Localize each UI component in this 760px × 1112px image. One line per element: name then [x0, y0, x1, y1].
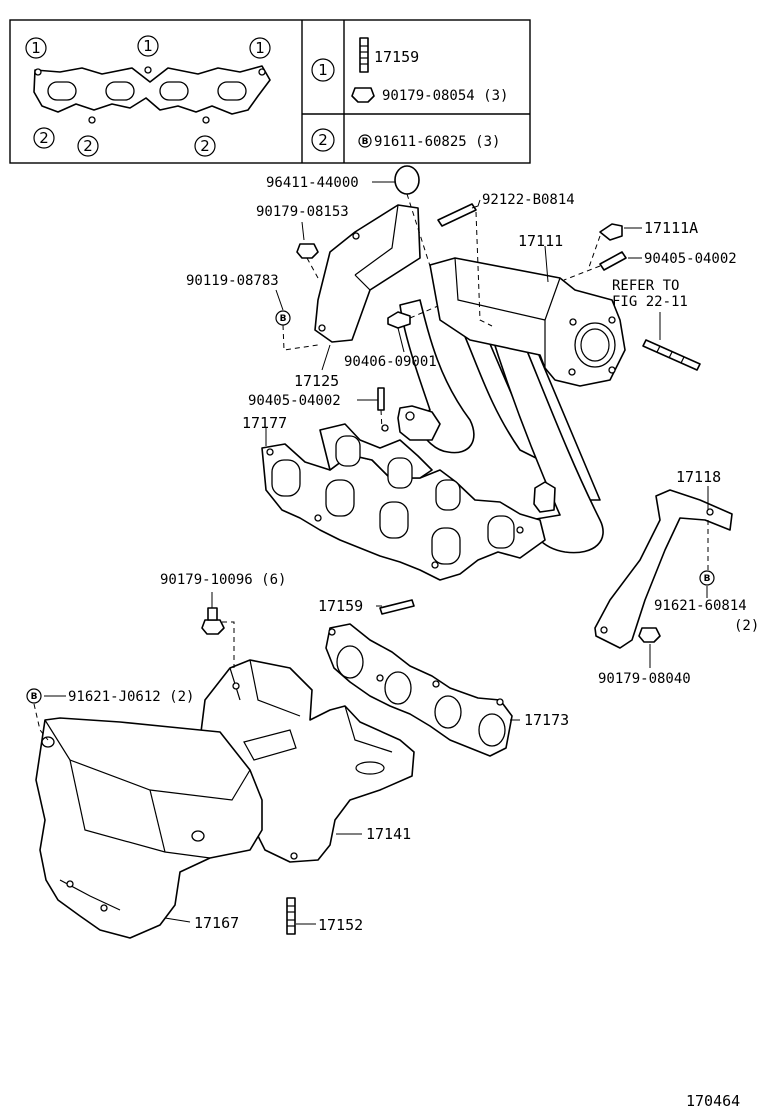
legend-ref2-circle-b: 2 [77, 135, 99, 157]
label-fig-22-11: FIG 22-11 [612, 294, 688, 310]
label-17152: 17152 [318, 916, 363, 934]
legend-gasket-sketch [33, 65, 271, 124]
svg-text:2: 2 [318, 131, 328, 149]
svg-text:1: 1 [143, 37, 153, 55]
svg-text:2: 2 [83, 137, 93, 155]
legend-row2-marker: 2 [311, 128, 335, 152]
legend-ref1-circle-mid: 1 [137, 35, 159, 57]
label-17125: 17125 [294, 372, 339, 390]
label-90405-04002-mid: 90405-04002 [248, 393, 341, 409]
label-91621-60814-qty: (2) [734, 618, 759, 634]
legend-part-91611-60825: 91611-60825 (3) [374, 134, 500, 150]
nut-90179-10096 [201, 607, 225, 635]
label-91621-J0612: 91621-J0612 (2) [68, 689, 194, 705]
stud-90405-04002-mid [377, 387, 385, 411]
label-refer-to: REFER TO [612, 278, 679, 294]
stud-17152 [286, 897, 296, 935]
bolt-marker-icon: B [358, 134, 372, 148]
label-90405-04002-top: 90405-04002 [644, 251, 737, 267]
bolt-marker-91621-60814: B [699, 570, 715, 586]
label-92122-B0814: 92122-B0814 [482, 192, 575, 208]
intake-manifold-17111 [397, 257, 626, 554]
stud-throttle-ref [642, 339, 701, 371]
label-17118: 17118 [676, 468, 721, 486]
label-17177: 17177 [242, 414, 287, 432]
nut-90179-08153 [296, 243, 319, 259]
label-90179-08040: 90179-08040 [598, 671, 691, 687]
label-17173: 17173 [524, 711, 569, 729]
svg-text:2: 2 [39, 129, 49, 147]
svg-text:1: 1 [31, 39, 41, 57]
label-90179-10096: 90179-10096 (6) [160, 572, 286, 588]
plug-96411-44000 [394, 165, 420, 195]
label-96411-44000: 96411-44000 [266, 175, 359, 191]
figure-id: 170464 [686, 1092, 740, 1110]
label-17159: 17159 [318, 597, 363, 615]
svg-text:1: 1 [255, 39, 265, 57]
exhaust-gasket-17173 [325, 623, 513, 757]
legend-box: 1 1 1 2 2 2 1 [9, 19, 531, 164]
label-17111: 17111 [518, 232, 563, 250]
svg-text:1: 1 [318, 61, 328, 79]
heat-insulator-17167 [35, 717, 263, 939]
legend-part-90179-08054: 90179-08054 (3) [382, 88, 508, 104]
label-17167: 17167 [194, 914, 239, 932]
bolt-marker-91621-J0612: B [26, 688, 42, 704]
bolt-17111A [599, 223, 623, 241]
intake-gasket-17177 [261, 423, 546, 581]
label-17141: 17141 [366, 825, 411, 843]
label-90406-09001: 90406-09001 [344, 354, 437, 370]
svg-text:B: B [362, 137, 369, 147]
stud-17159 [379, 599, 415, 615]
svg-text:B: B [280, 314, 287, 324]
part-labels: 96411-44000 92122-B0814 90179-08153 1711… [68, 175, 759, 1110]
svg-text:2: 2 [200, 137, 210, 155]
stud-icon [359, 37, 369, 73]
legend-ref2-circle-a: 2 [33, 127, 55, 149]
stud-92122-B0814 [437, 203, 477, 227]
legend-row1-marker: 1 [311, 58, 335, 82]
legend-ref2-circle-c: 2 [194, 135, 216, 157]
legend-part-17159: 17159 [374, 48, 419, 66]
leader-lines [33, 181, 709, 925]
label-91621-60814: 91621-60814 [654, 598, 747, 614]
bracket-17118 [594, 489, 733, 649]
svg-text:B: B [704, 574, 711, 584]
svg-text:B: B [31, 692, 38, 702]
legend-ref1-circle-left: 1 [25, 37, 47, 59]
nut-90179-08040 [638, 627, 661, 643]
label-17111A: 17111A [644, 219, 698, 237]
legend-ref1-circle-right: 1 [249, 37, 271, 59]
nut-icon [351, 87, 375, 103]
stud-90405-04002-top [599, 251, 627, 271]
label-90119-08783: 90119-08783 [186, 273, 279, 289]
bolt-90406-09001 [387, 311, 411, 329]
bolt-marker-90119: B [275, 310, 291, 326]
label-90179-08153: 90179-08153 [256, 204, 349, 220]
